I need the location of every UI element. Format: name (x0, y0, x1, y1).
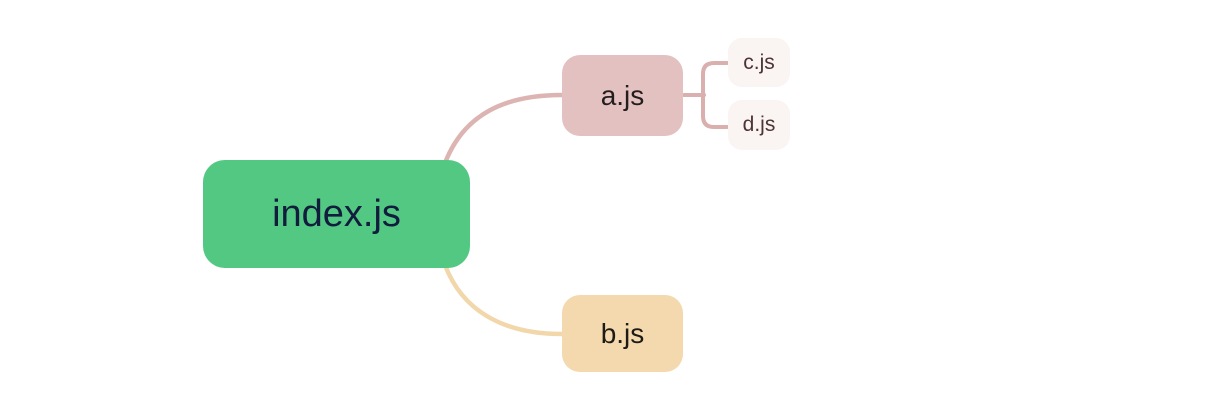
node-a-js[interactable]: a.js (562, 55, 683, 136)
edge-index-to-b (442, 262, 565, 337)
edge-a-children-bracket (701, 61, 729, 129)
node-index-js-label: index.js (272, 192, 401, 235)
node-b-js[interactable]: b.js (562, 295, 683, 372)
node-d-js-label: d.js (742, 113, 776, 136)
node-c-js[interactable]: c.js (728, 38, 790, 87)
node-d-js[interactable]: d.js (728, 100, 790, 150)
edge-index-to-a (442, 92, 565, 166)
node-a-js-label: a.js (600, 79, 645, 111)
node-b-js-label: b.js (600, 317, 645, 349)
node-c-js-label: c.js (743, 50, 775, 74)
node-index-js[interactable]: index.js (203, 160, 470, 268)
